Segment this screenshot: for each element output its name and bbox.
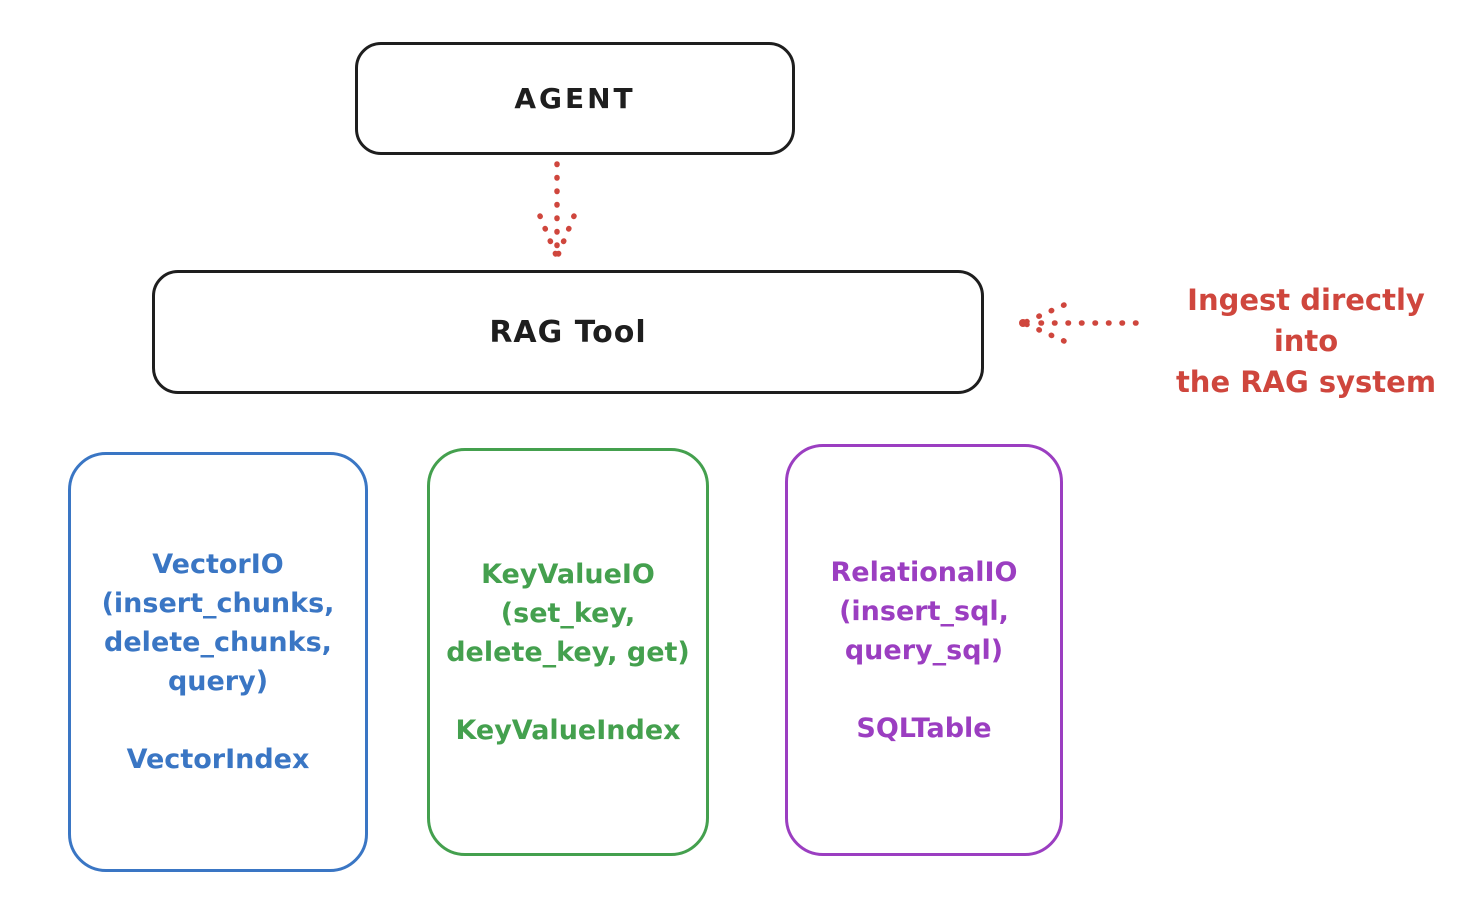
keyvalue-io-methods-line2: delete_key, get) (446, 636, 690, 668)
vector-io-methods-line2: delete_chunks, (104, 627, 332, 658)
sql-table-label: SQLTable (856, 712, 992, 744)
relational-io-box: RelationalIO (insert_sql, query_sql) SQL… (785, 444, 1063, 856)
rag-tool-box: RAG Tool (152, 270, 984, 394)
keyvalue-index-label: KeyValueIndex (455, 714, 681, 746)
agent-box: AGENT (355, 42, 795, 155)
vector-io-methods-line1: (insert_chunks, (101, 588, 335, 619)
relational-io-title: RelationalIO (830, 556, 1018, 588)
vector-io-box: VectorIO (insert_chunks, delete_chunks, … (68, 452, 368, 872)
rag-tool-label: RAG Tool (489, 314, 647, 350)
relational-io-methods-line2: query_sql) (844, 634, 1004, 666)
ingest-annotation: Ingest directly into the RAG system (1150, 280, 1462, 403)
keyvalue-io-methods-line1: (set_key, (500, 597, 636, 629)
vector-io-methods-line3: query) (167, 666, 269, 697)
vector-io-title: VectorIO (152, 549, 284, 580)
agent-to-rag-dotted-arrow-icon (537, 161, 577, 258)
ingest-dotted-arrow-icon (1019, 302, 1139, 344)
keyvalue-io-title: KeyValueIO (481, 558, 655, 590)
agent-label: AGENT (514, 82, 636, 115)
relational-io-methods-line1: (insert_sql, (839, 595, 1009, 627)
keyvalue-io-box: KeyValueIO (set_key, delete_key, get) Ke… (427, 448, 709, 856)
ingest-annotation-line2: the RAG system (1175, 365, 1437, 399)
vector-index-label: VectorIndex (126, 744, 310, 775)
ingest-annotation-line1: Ingest directly into (1187, 283, 1425, 358)
